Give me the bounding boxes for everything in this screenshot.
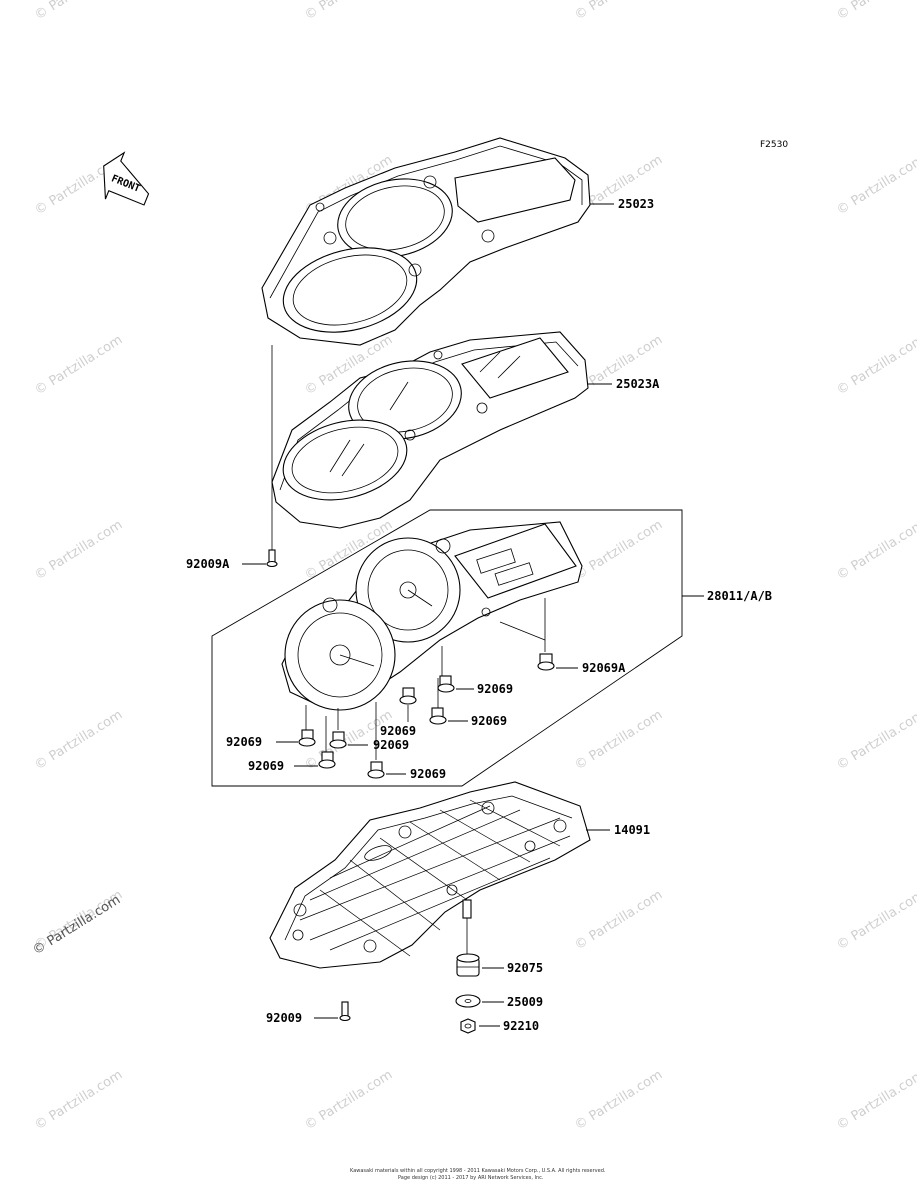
watermark-text: © Partzilla.com — [572, 518, 665, 584]
watermark-text: © Partzilla.com — [572, 888, 665, 954]
nut-92069-f[interactable] — [318, 751, 336, 769]
nut-92069A[interactable] — [537, 653, 555, 671]
footer-copyright: Kawasaki materials within all copyright … — [350, 1168, 606, 1174]
watermark-text: © Partzilla.com — [834, 888, 917, 954]
stud-pin — [462, 899, 472, 919]
watermark-text: © Partzilla.com — [834, 708, 917, 774]
meter-cover-25023[interactable] — [261, 137, 591, 346]
watermark-text: © Partzilla.com — [32, 708, 125, 774]
footer-design: Page design (c) 2011 - 2017 by ARI Netwo… — [398, 1175, 544, 1181]
watermark-text: © Partzilla.com — [834, 1068, 917, 1134]
watermark-text: © Partzilla.com — [572, 708, 665, 774]
label-92069-c: 92069 — [380, 724, 416, 738]
watermark-text: © Partzilla.com — [834, 518, 917, 584]
meter-case-14091[interactable] — [269, 781, 591, 969]
watermark-text: © Partzilla.com — [572, 1068, 665, 1134]
watermark-text: © Partzilla.com — [32, 518, 125, 584]
label-92069-b: 92069 — [471, 714, 507, 728]
meter-assembly-28011[interactable] — [281, 521, 583, 711]
nut-92069-d[interactable] — [298, 729, 316, 747]
nut-92069-c[interactable] — [399, 687, 417, 705]
label-92069-g: 92069 — [410, 767, 446, 781]
label-92069-f: 92069 — [248, 759, 284, 773]
label-28011: 28011/A/B — [707, 589, 772, 603]
label-92069-e: 92069 — [373, 738, 409, 752]
label-92075: 92075 — [507, 961, 543, 975]
nut-92210[interactable] — [460, 1018, 476, 1034]
assembly-frame — [211, 509, 683, 787]
meter-lens-25023A[interactable] — [271, 331, 589, 529]
watermark-text: © Partzilla.com — [32, 333, 125, 399]
label-25009: 25009 — [507, 995, 543, 1009]
watermark-text: © Partzilla.com — [302, 1068, 395, 1134]
nut-92069-e[interactable] — [329, 731, 347, 749]
front-arrow-icon: FRONT — [103, 151, 150, 206]
watermark-text: © Partzilla.com — [834, 333, 917, 399]
watermark-text: © Partzilla.com — [302, 0, 395, 23]
nut-92069-b[interactable] — [429, 707, 447, 725]
watermark-text: © Partzilla.com — [32, 1068, 125, 1134]
figure-ref-code: F2530 — [760, 140, 788, 150]
label-92069A: 92069A — [582, 661, 626, 675]
label-92069-a: 92069 — [477, 682, 513, 696]
watermark-text: © Partzilla.com — [834, 153, 917, 219]
washer-25009[interactable] — [455, 994, 481, 1008]
label-92009A: 92009A — [186, 557, 230, 571]
watermark-text: © Partzilla.com — [32, 0, 125, 23]
label-92210: 92210 — [503, 1019, 539, 1033]
label-92069-d: 92069 — [226, 735, 262, 749]
nut-92069-g[interactable] — [367, 761, 385, 779]
watermark-text: © Partzilla.com — [834, 0, 917, 23]
screw-92009A[interactable] — [266, 549, 278, 568]
nut-92069-a[interactable] — [437, 675, 455, 693]
screw-92009[interactable] — [339, 1001, 351, 1022]
label-14091: 14091 — [614, 823, 650, 837]
label-92009: 92009 — [266, 1011, 302, 1025]
watermark-text: © Partzilla.com — [30, 893, 123, 959]
label-25023: 25023 — [618, 197, 654, 211]
watermark-text: © Partzilla.com — [572, 0, 665, 23]
grommet-92075[interactable] — [456, 953, 480, 977]
label-25023A: 25023A — [616, 377, 660, 391]
